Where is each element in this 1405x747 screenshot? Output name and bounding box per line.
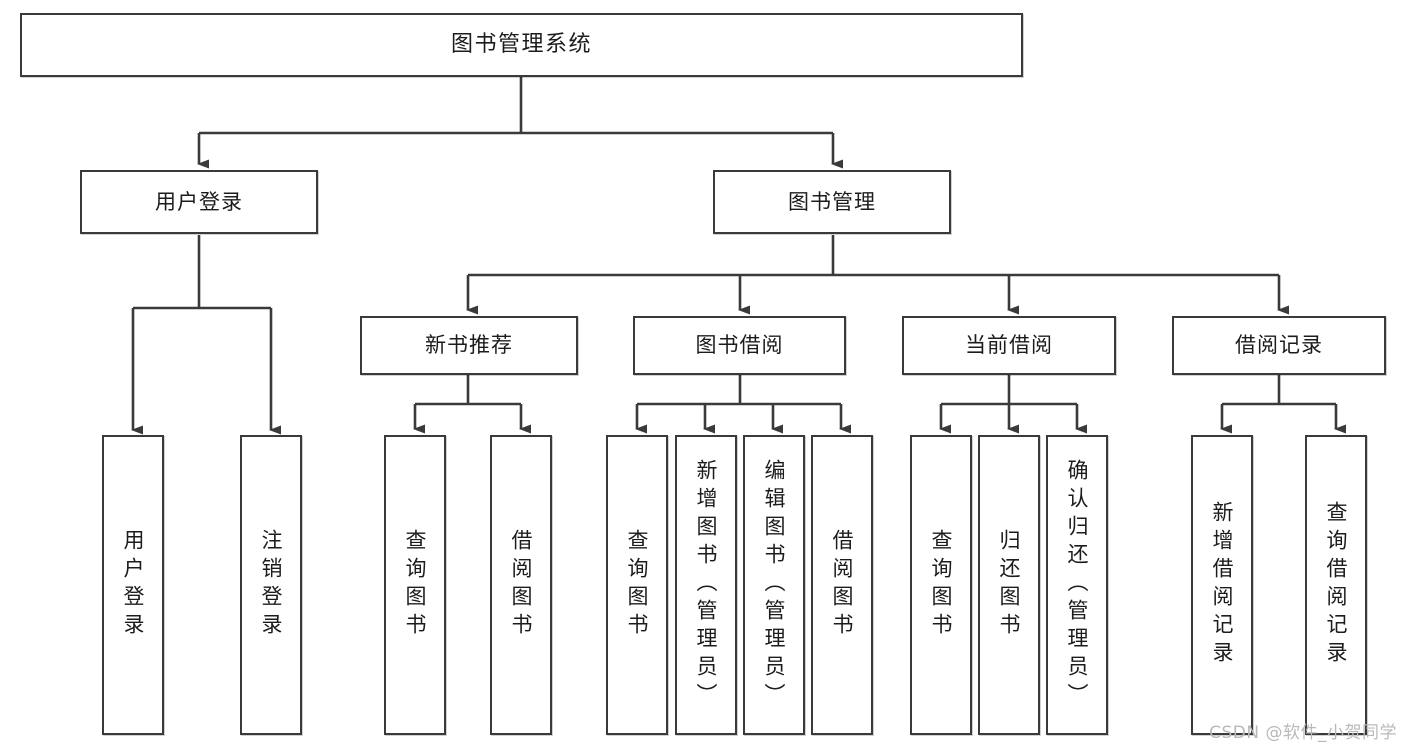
node-leaf-add-book[interactable]: 新增图书（管理员） [675, 435, 737, 735]
node-leaf-borrow-book-label: 借阅图书 [830, 529, 855, 641]
node-new-book-recommend[interactable]: 新书推荐 [360, 316, 578, 375]
node-book-borrow-label: 图书借阅 [695, 333, 784, 358]
node-root-system-label: 图书管理系统 [450, 32, 592, 58]
node-leaf-query-book-recommend-label: 查询图书 [403, 529, 428, 641]
node-new-book-recommend-label: 新书推荐 [425, 333, 513, 358]
node-leaf-return-book-label: 归还图书 [997, 529, 1022, 641]
node-leaf-edit-book[interactable]: 编辑图书（管理员） [743, 435, 805, 735]
node-book-borrow[interactable]: 图书借阅 [633, 316, 846, 375]
node-book-manage[interactable]: 图书管理 [713, 170, 951, 234]
node-leaf-logout-label: 注销登录 [259, 529, 284, 641]
node-borrow-record[interactable]: 借阅记录 [1172, 316, 1386, 375]
node-user-login[interactable]: 用户登录 [80, 170, 318, 234]
node-book-manage-label: 图书管理 [788, 189, 876, 214]
node-root-system[interactable]: 图书管理系统 [20, 13, 1023, 77]
node-current-borrow-label: 当前借阅 [965, 333, 1053, 358]
node-leaf-query-book-borrow[interactable]: 查询图书 [606, 435, 668, 735]
node-leaf-confirm-return[interactable]: 确认归还（管理员） [1046, 435, 1108, 735]
node-leaf-user-login[interactable]: 用户登录 [102, 435, 164, 735]
node-leaf-user-login-label: 用户登录 [121, 529, 146, 641]
node-leaf-query-book-borrow-label: 查询图书 [625, 529, 650, 641]
node-leaf-return-book[interactable]: 归还图书 [978, 435, 1040, 735]
node-leaf-add-borrow-record-label: 新增借阅记录 [1210, 501, 1235, 669]
csdn-watermark: CSDN @软件_小贺同学 [1209, 723, 1397, 743]
node-leaf-query-borrow-record-label: 查询借阅记录 [1324, 501, 1349, 669]
node-leaf-add-book-label: 新增图书（管理员） [694, 459, 719, 711]
node-leaf-query-book-recommend[interactable]: 查询图书 [384, 435, 446, 735]
node-borrow-record-label: 借阅记录 [1235, 333, 1323, 358]
node-leaf-borrow-book[interactable]: 借阅图书 [811, 435, 873, 735]
node-current-borrow[interactable]: 当前借阅 [902, 316, 1116, 375]
node-leaf-edit-book-label: 编辑图书（管理员） [762, 459, 787, 711]
node-leaf-add-borrow-record[interactable]: 新增借阅记录 [1191, 435, 1253, 735]
node-leaf-borrow-book-recommend[interactable]: 借阅图书 [490, 435, 552, 735]
node-leaf-query-book-current[interactable]: 查询图书 [910, 435, 972, 735]
node-leaf-query-borrow-record[interactable]: 查询借阅记录 [1305, 435, 1367, 735]
node-user-login-label: 用户登录 [155, 189, 243, 214]
node-leaf-confirm-return-label: 确认归还（管理员） [1065, 459, 1090, 711]
node-leaf-query-book-current-label: 查询图书 [929, 529, 954, 641]
node-leaf-logout[interactable]: 注销登录 [240, 435, 302, 735]
node-leaf-borrow-book-recommend-label: 借阅图书 [509, 529, 534, 641]
